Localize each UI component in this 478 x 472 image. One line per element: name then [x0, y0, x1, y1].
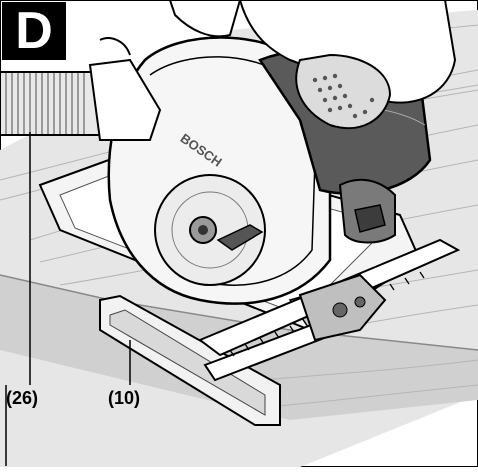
panel-letter: D [2, 2, 66, 60]
suction-hose [0, 37, 162, 141]
hand-rear [168, 0, 457, 130]
parallel-guide [99, 238, 461, 426]
callout-lines [5, 132, 131, 466]
callout-26-label: (26) [6, 388, 39, 408]
callout-10-label: (10) [108, 388, 141, 408]
